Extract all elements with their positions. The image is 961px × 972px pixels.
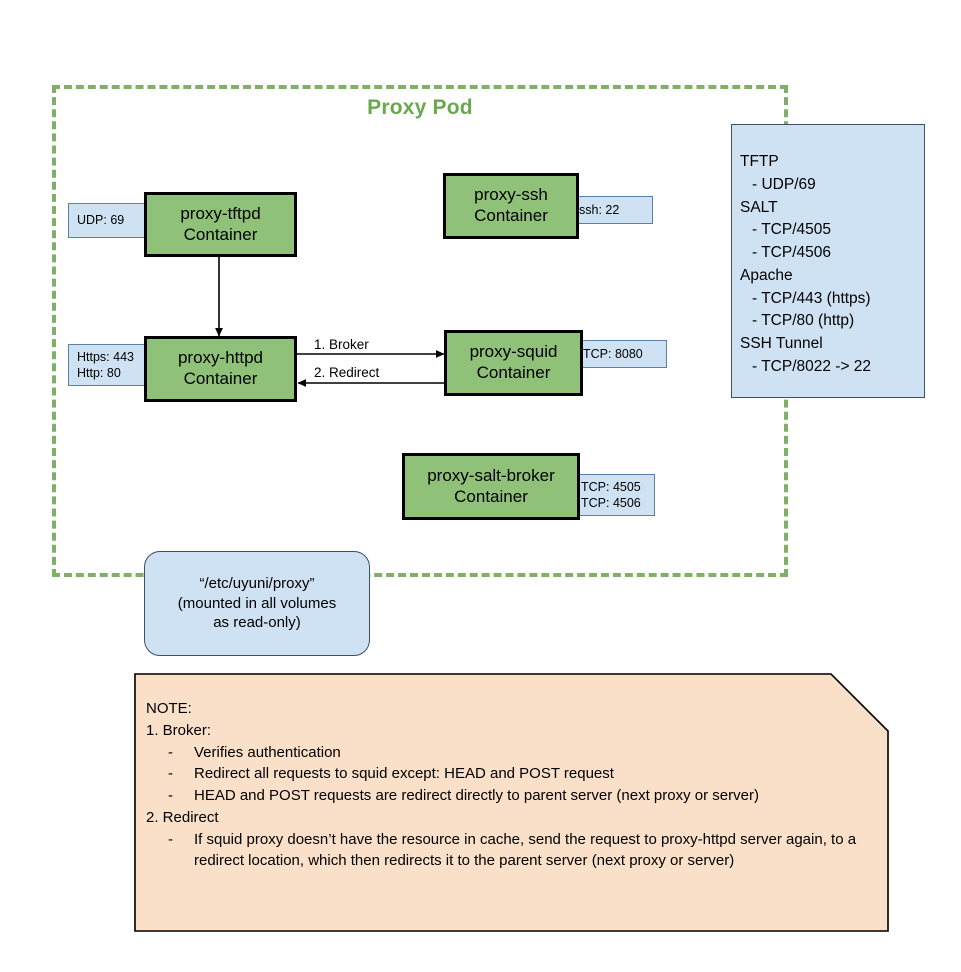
- legend-group-salt: SALT: [740, 198, 778, 216]
- container-kind: Container: [474, 206, 548, 225]
- port-tag-httpd: Https: 443 Http: 80: [68, 344, 156, 386]
- container-proxy-squid[interactable]: proxy-squid Container: [444, 330, 583, 396]
- port-line: TCP: 8080: [583, 346, 643, 361]
- volume-mount-box: “/etc/uyuni/proxy” (mounted in all volum…: [144, 551, 370, 656]
- bullet-dash: -: [168, 787, 173, 804]
- note-heading: NOTE:: [146, 700, 192, 717]
- container-proxy-tftpd[interactable]: proxy-tftpd Container: [144, 192, 297, 257]
- note-item-1-bullet-2: - Redirect all requests to squid except:…: [146, 763, 861, 785]
- port-line: Http: 80: [77, 366, 121, 380]
- volume-note-line2: as read-only): [213, 614, 301, 632]
- port-line: UDP: 69: [77, 213, 125, 228]
- container-name: proxy-httpd: [177, 348, 264, 368]
- container-proxy-salt-broker[interactable]: proxy-salt-broker Container: [402, 453, 580, 520]
- legend-group-ssh-tunnel: SSH Tunnel: [740, 335, 823, 353]
- edge-label-redirect: 2. Redirect: [314, 365, 380, 380]
- volume-note-line1: (mounted in all volumes: [177, 594, 337, 612]
- proxy-pod-title: Proxy Pod: [367, 96, 473, 119]
- port-tag-squid: TCP: 8080: [574, 340, 667, 368]
- port-line: ssh: 22: [579, 202, 620, 217]
- port-line: TCP: 4506: [581, 496, 641, 510]
- legend-item-tftp-udp69: - UDP/69: [752, 175, 816, 193]
- note-item-2-bullet-1: - If squid proxy doesn’t have the resour…: [146, 829, 861, 873]
- note-item-1-bullet-1: - Verifies authentication: [146, 742, 861, 764]
- legend-item-apache-443: - TCP/443 (https): [752, 289, 871, 307]
- legend-group-apache: Apache: [740, 266, 793, 284]
- container-kind: Container: [183, 224, 258, 244]
- edge-label-broker: 1. Broker: [314, 337, 369, 352]
- port-tag-ssh: ssh: 22: [570, 196, 653, 224]
- note-item-1-title: 1. Broker:: [146, 721, 212, 739]
- bullet-text: If squid proxy doesn’t have the resource…: [194, 830, 857, 870]
- bullet-dash: -: [168, 743, 173, 761]
- container-proxy-httpd[interactable]: proxy-httpd Container: [144, 336, 297, 402]
- bullet-text: Verifies authentication: [194, 743, 341, 761]
- container-kind: Container: [454, 486, 528, 506]
- port-line: TCP: 4505: [581, 479, 641, 494]
- container-name: proxy-squid: [469, 342, 558, 362]
- container-name: proxy-ssh: [474, 185, 548, 205]
- container-proxy-ssh[interactable]: proxy-ssh Container: [443, 173, 579, 239]
- port-line: Https: 443: [77, 349, 134, 364]
- legend-item-salt-4506: - TCP/4506: [752, 244, 831, 262]
- legend-item-apache-80: - TCP/80 (http): [752, 312, 855, 330]
- container-kind: Container: [183, 369, 258, 388]
- port-tag-salt-broker: TCP: 4505 TCP: 4506: [572, 474, 655, 516]
- bullet-text: Redirect all requests to squid except: H…: [194, 765, 614, 783]
- container-name: proxy-tftpd: [180, 203, 261, 223]
- legend-item-salt-4505: - TCP/4505: [752, 221, 831, 239]
- note-item-2-title: 2. Redirect: [146, 808, 219, 826]
- legend-item-ssh-8022: - TCP/8022 -> 22: [752, 358, 872, 376]
- port-tag-tftpd: UDP: 69: [68, 203, 154, 238]
- note-item-1-bullet-3: - HEAD and POST requests are redirect di…: [146, 785, 861, 807]
- note-content: NOTE: 1. Broker: - Verifies authenticati…: [146, 698, 861, 872]
- container-kind: Container: [476, 363, 551, 382]
- bullet-text: HEAD and POST requests are redirect dire…: [194, 787, 759, 804]
- bullet-dash: -: [168, 830, 173, 848]
- bullet-dash: -: [168, 765, 173, 783]
- ports-legend: TFTP - UDP/69 SALT - TCP/4505 - TCP/4506…: [731, 124, 925, 398]
- volume-path: “/etc/uyuni/proxy”: [199, 575, 315, 593]
- legend-group-tftp: TFTP: [740, 153, 779, 170]
- container-name: proxy-salt-broker: [427, 465, 555, 485]
